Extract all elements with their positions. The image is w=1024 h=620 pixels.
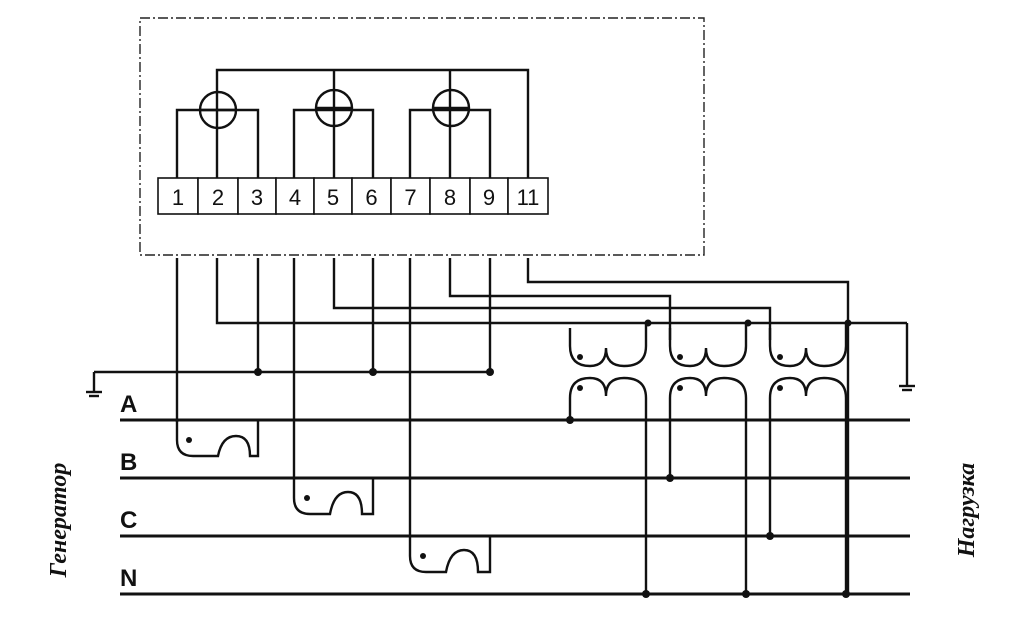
terminal-label: 8 (444, 185, 456, 210)
terminal-7: 7 (390, 177, 431, 215)
meter-enclosure (139, 17, 705, 256)
measuring-element-3 (431, 88, 471, 128)
ground-symbol-right (899, 323, 915, 392)
terminal-label: 1 (172, 185, 184, 210)
measuring-element-2 (314, 88, 354, 128)
terminal-2: 2 (197, 177, 239, 215)
terminal-label: 2 (212, 185, 224, 210)
terminal-11: 11 (507, 177, 549, 215)
current-transformer-b (286, 476, 386, 516)
terminal-label: 3 (251, 185, 263, 210)
terminal-block: 1 2 3 4 5 6 7 8 9 11 (157, 177, 549, 215)
terminal-leads (175, 258, 907, 594)
terminal-9: 9 (469, 177, 509, 215)
terminal-4: 4 (275, 177, 315, 215)
voltage-transformer-2 (666, 323, 750, 598)
phase-label-c: C (120, 507, 137, 534)
phase-label-b: B (120, 449, 137, 476)
ground-symbol-left (86, 372, 102, 398)
current-transformer-c (402, 534, 502, 574)
voltage-transformers (566, 319, 852, 598)
terminal-label: 4 (289, 185, 301, 210)
terminal-6: 6 (351, 177, 392, 215)
terminal-1: 1 (157, 177, 199, 215)
phase-label-n: N (120, 565, 137, 592)
voltage-transformer-3 (766, 323, 850, 598)
phase-label-a: A (120, 391, 137, 418)
voltage-transformer-1 (566, 323, 650, 598)
current-transformer-a (170, 418, 272, 458)
ct-ground-bus (94, 258, 494, 376)
phase-buses (120, 418, 910, 596)
meter-elements (198, 88, 471, 130)
terminal-3: 3 (237, 177, 277, 215)
terminal-label: 11 (517, 185, 540, 210)
terminal-label: 5 (327, 185, 339, 210)
terminal-8: 8 (429, 177, 471, 215)
label-load: Нагрузка (954, 463, 980, 558)
terminal-label: 9 (483, 185, 495, 210)
measuring-element-1 (198, 90, 238, 130)
terminal-label: 7 (404, 185, 416, 210)
terminal-label: 6 (365, 185, 377, 210)
terminal-5: 5 (313, 177, 353, 215)
label-generator: Генератор (46, 463, 72, 579)
